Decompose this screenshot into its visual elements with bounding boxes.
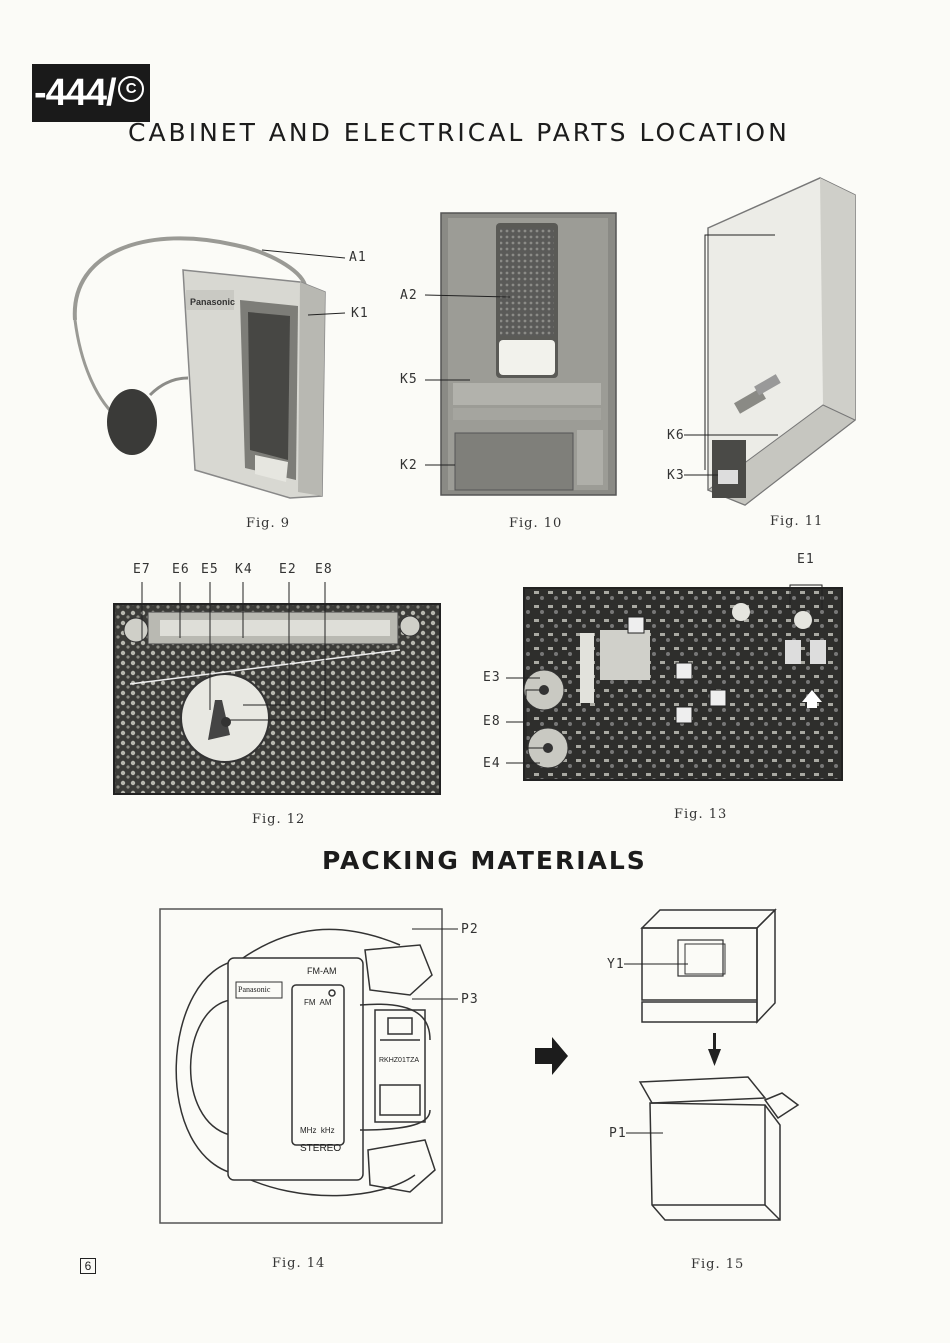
caption-fig10: Fig. 10 (509, 516, 563, 531)
label-e8: E8 (315, 562, 333, 577)
fig9-photo: Panasonic (72, 236, 346, 499)
caption-fig12: Fig. 12 (252, 812, 306, 827)
label-y1: Y1 (607, 957, 625, 972)
label-e2: E2 (279, 562, 297, 577)
caption-fig15: Fig. 15 (691, 1257, 745, 1272)
label-e7: E7 (133, 562, 151, 577)
label-a2: A2 (400, 288, 418, 303)
fig13-photo (506, 584, 843, 781)
label-e4: E4 (483, 756, 501, 771)
label-k5: K5 (400, 372, 418, 387)
caption-fig9: Fig. 9 (246, 516, 291, 531)
label-p1: P1 (609, 1126, 627, 1141)
copyright-mark: C (117, 76, 144, 102)
fig14-part-number: RKHZ01TZA (379, 1057, 420, 1064)
label-e3: E3 (483, 670, 501, 685)
fig14-dial-band: FM AM (304, 998, 332, 1007)
caption-fig14: Fig. 14 (272, 1256, 326, 1271)
model-number-tag: -444/C (32, 64, 150, 122)
arrow-right-icon (535, 1037, 568, 1075)
fig10-photo (424, 212, 617, 496)
label-p3: P3 (461, 992, 479, 1007)
fig15-leaders (624, 963, 688, 1134)
fig14-stereo: STEREO (300, 1143, 342, 1154)
svg-text:Panasonic: Panasonic (190, 297, 235, 307)
fig11-photo (684, 177, 856, 506)
label-p2: P2 (461, 922, 479, 937)
label-k2: K2 (400, 458, 418, 473)
label-k4: K4 (235, 562, 253, 577)
fig14-drawing (159, 908, 443, 1224)
label-e6: E6 (172, 562, 190, 577)
fig14-band: FM-AM (307, 966, 337, 976)
model-number: -444/ (34, 72, 117, 114)
label-e1: E1 (797, 552, 815, 567)
caption-fig13: Fig. 13 (674, 807, 728, 822)
label-e5: E5 (201, 562, 219, 577)
fig14-leaders (412, 928, 458, 1000)
packing-title: PACKING MATERIALS (322, 846, 647, 875)
label-k1: K1 (351, 306, 369, 321)
fig15-drawing (638, 908, 800, 1221)
section-title: CABINET AND ELECTRICAL PARTS LOCATION (128, 118, 790, 147)
fig14-brand: Panasonic (238, 985, 271, 994)
label-k6: K6 (667, 428, 685, 443)
fig12-photo (113, 582, 441, 795)
fig14-units: MHz kHz (300, 1126, 335, 1135)
caption-fig11: Fig. 11 (770, 514, 824, 529)
label-e8-fig13: E8 (483, 714, 501, 729)
arrow-down-icon (708, 1033, 721, 1066)
label-k3: K3 (667, 468, 685, 483)
label-a1: A1 (349, 250, 367, 265)
page-number: 6 (80, 1258, 96, 1274)
